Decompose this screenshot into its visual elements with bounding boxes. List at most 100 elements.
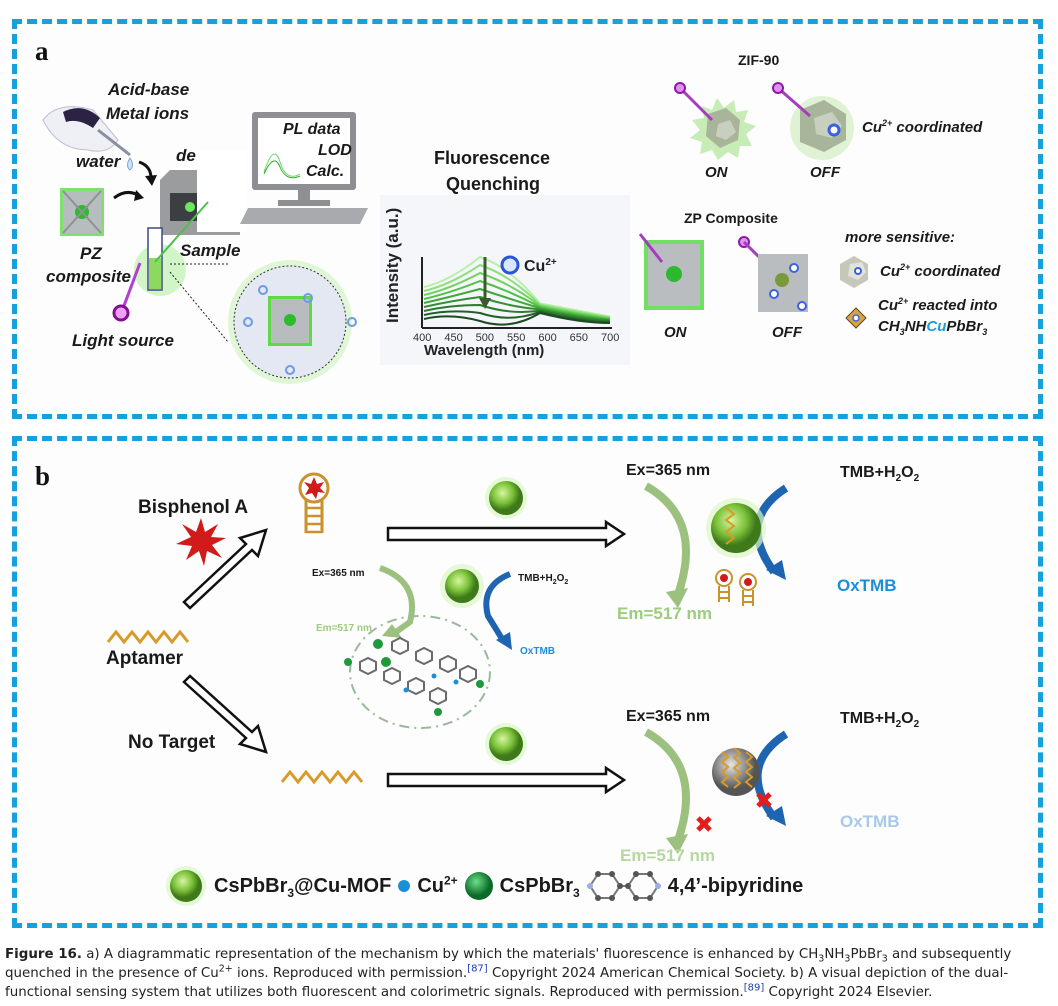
pz-composite-crystal-icon	[60, 188, 104, 236]
x-tick-label: 500	[476, 332, 494, 344]
label-composite: composite	[46, 267, 132, 286]
spectrum-curve	[423, 295, 611, 322]
long-arrow-right-icon	[386, 765, 627, 795]
spectrum-title-line1: Fluorescence	[434, 148, 551, 168]
figure-caption: Figure 16. a) A diagrammatic representat…	[5, 947, 1012, 1000]
spectrum-curve	[423, 279, 611, 320]
x-tick-label: 700	[601, 332, 619, 344]
computer-monitor-icon	[240, 112, 368, 224]
zif-off-label: OFF	[810, 164, 840, 181]
zp-off-crystal-icon	[738, 236, 808, 312]
aptamer-strand-icon	[280, 769, 364, 785]
x-tick-label: 450	[444, 332, 462, 344]
label-em-top: Em=517 nm	[617, 604, 712, 623]
legend-cspbbr3-cu-mof-icon	[166, 866, 206, 906]
label-light-source: Light source	[72, 331, 175, 350]
spectrum-curve	[423, 311, 611, 326]
label-pz: PZ	[80, 244, 102, 263]
label-formula: CH3NHCuPbBr3	[878, 318, 988, 337]
cspbbr3-cu-mof-sphere-icon	[485, 477, 527, 519]
legend-cspbbr3-icon	[464, 872, 493, 900]
long-arrow-right-icon	[386, 519, 627, 549]
label-more-sensitive: more sensitive:	[845, 229, 956, 246]
spectrum-curve	[423, 271, 611, 320]
panel-letter-b: b	[35, 461, 51, 491]
spectrum-curve	[423, 310, 611, 324]
zp-off-label: OFF	[772, 324, 802, 341]
x-tick-label: 400	[413, 332, 431, 344]
arrow-down-right-icon	[182, 674, 268, 754]
cu-ion-icon	[500, 255, 520, 275]
label-tmb-top: TMB+H2O2	[840, 464, 920, 485]
figure-label: Figure 16.	[5, 947, 82, 962]
pipette-hand-icon	[42, 106, 133, 171]
label-bisphenol-a: Bisphenol A	[138, 497, 249, 518]
monitor-text-pl-data: PL data	[283, 121, 341, 138]
spectrum-curve	[423, 287, 611, 321]
zif90-on-crystal-icon	[674, 82, 756, 160]
blocked-x-icon	[696, 816, 712, 832]
spectrum-curve	[423, 263, 611, 319]
label-oxtmb-bottom: OxTMB	[840, 812, 900, 831]
panel-letter-a: a	[35, 36, 49, 66]
monitor-text-calc: Calc.	[306, 163, 345, 180]
legend-item-cspbbr3-cu-mof: CsPbBr3@Cu-MOF	[214, 874, 392, 900]
monitor-text-lod: LOD	[318, 142, 352, 159]
legend-item-bipyridine: 4,4’-bipyridine	[667, 874, 804, 897]
cspbbr3-cu-mof-sphere-icon	[485, 723, 527, 765]
aptamer-strand-icon	[106, 629, 190, 645]
aptamer-hairpin-bpa-icon	[298, 472, 330, 534]
x-tick-label: 650	[570, 332, 588, 344]
label-acid-base: Acid-base	[108, 80, 190, 99]
label-sample: Sample	[180, 241, 241, 260]
legend-item-cu: Cu2+	[417, 872, 458, 897]
perovskite-crystal-icon	[845, 307, 867, 329]
label-ex-mid: Ex=365 nm	[312, 568, 365, 579]
label-zif90: ZIF-90	[738, 52, 780, 68]
reference-link-87[interactable]: [87]	[467, 963, 488, 975]
spectrum-cu-label: Cu2+	[524, 257, 557, 275]
label-cu-reacted: Cu2+ reacted into	[878, 296, 998, 315]
legend-cu-ion-icon	[398, 880, 411, 892]
zif-coordinated-crystal-icon	[840, 256, 868, 288]
blocked-x-icon	[756, 792, 772, 808]
arrow-icon	[138, 160, 157, 186]
bottom-result-diagram	[643, 728, 789, 854]
label-zp-composite: ZP Composite	[684, 210, 778, 226]
legend-item-cspbbr3: CsPbBr3	[499, 874, 580, 900]
spectrum-title-line2: Quenching	[446, 174, 540, 194]
label-em-bottom: Em=517 nm	[620, 846, 715, 865]
label-aptamer: Aptamer	[106, 648, 184, 669]
zif-on-label: ON	[705, 164, 728, 181]
reference-link-89[interactable]: [89]	[743, 982, 765, 994]
label-tmb-bottom: TMB+H2O2	[840, 710, 920, 731]
label-oxtmb-top: OxTMB	[837, 576, 897, 595]
label-ex-bottom: Ex=365 nm	[626, 708, 711, 725]
label-device: de	[176, 146, 196, 165]
magnified-view	[169, 260, 357, 384]
quench-arrow-head	[479, 298, 491, 309]
label-oxtmb-mid: OxTMB	[520, 646, 555, 657]
bisphenol-star-icon	[176, 518, 226, 566]
label-ex-top: Ex=365 nm	[626, 462, 711, 479]
mechanism-diagram	[344, 564, 512, 729]
arrow-up-right-icon	[182, 528, 268, 610]
x-tick-label: 600	[538, 332, 556, 344]
label-no-target: No Target	[128, 732, 216, 753]
spectrum-curve	[423, 303, 611, 323]
label-metal-ions: Metal ions	[106, 104, 190, 123]
zp-on-crystal-icon	[638, 233, 704, 310]
zif-cu-coordinated: Cu2+ coordinated	[862, 118, 983, 137]
legend-bipyridine-icon	[586, 871, 661, 901]
light-source-icon	[112, 262, 142, 322]
cuvette-icon	[134, 201, 209, 296]
blank-area	[197, 150, 247, 232]
zp-on-label: ON	[664, 324, 687, 341]
legend: CsPbBr3@Cu-MOF Cu2+ CsPbBr3 4,4’-bipyrid…	[164, 866, 803, 906]
fluorescence-spectrum-plot: Intensity (a.u.) Cu2+ 400 450 500 550 600 650…	[380, 195, 630, 365]
label-tmb-mid: TMB+H2O2	[518, 573, 569, 586]
x-tick-label: 550	[507, 332, 525, 344]
label-em-mid: Em=517 nm	[316, 623, 372, 634]
spectrum-xlabel: Wavelength (nm)	[424, 342, 544, 359]
spectrum-ylabel: Intensity (a.u.)	[383, 208, 402, 323]
